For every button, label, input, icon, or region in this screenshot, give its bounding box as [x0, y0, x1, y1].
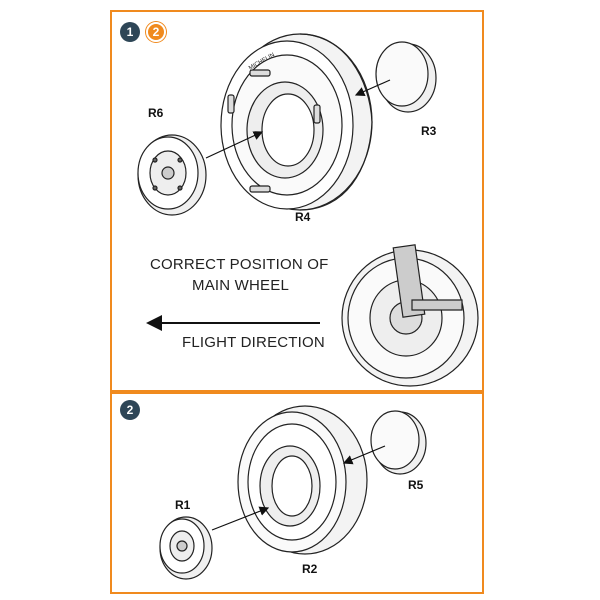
position-caption-line2: MAIN WHEEL [192, 277, 290, 294]
part-label-r4: R4 [295, 210, 311, 224]
hubcap-r5 [370, 410, 427, 475]
flight-direction-caption: FLIGHT DIRECTION [182, 334, 325, 351]
part-label-r2: R2 [302, 562, 318, 576]
step-1-badge: 1 [120, 22, 140, 42]
part-label-r3: R3 [421, 124, 437, 138]
part-label-r1: R1 [175, 498, 191, 512]
hub-r1 [159, 516, 213, 580]
step-1-alt-badge: 2 [146, 22, 166, 42]
tire-r2 [237, 405, 368, 555]
mounted-wheel [341, 244, 479, 387]
position-caption-line1: CORRECT POSITION OF [150, 256, 329, 273]
hub-r6 [137, 134, 207, 216]
hubcap-r3 [375, 41, 437, 113]
step-2-badge: 2 [120, 400, 140, 420]
arrow-r1 [211, 506, 270, 531]
arrow-r5 [342, 445, 386, 465]
tire-r4: MICHELIN [220, 33, 373, 211]
arrow-r6 [205, 131, 264, 159]
part-label-r6: R6 [148, 106, 164, 120]
part-label-r5: R5 [408, 478, 424, 492]
arrow-r3 [354, 79, 391, 97]
